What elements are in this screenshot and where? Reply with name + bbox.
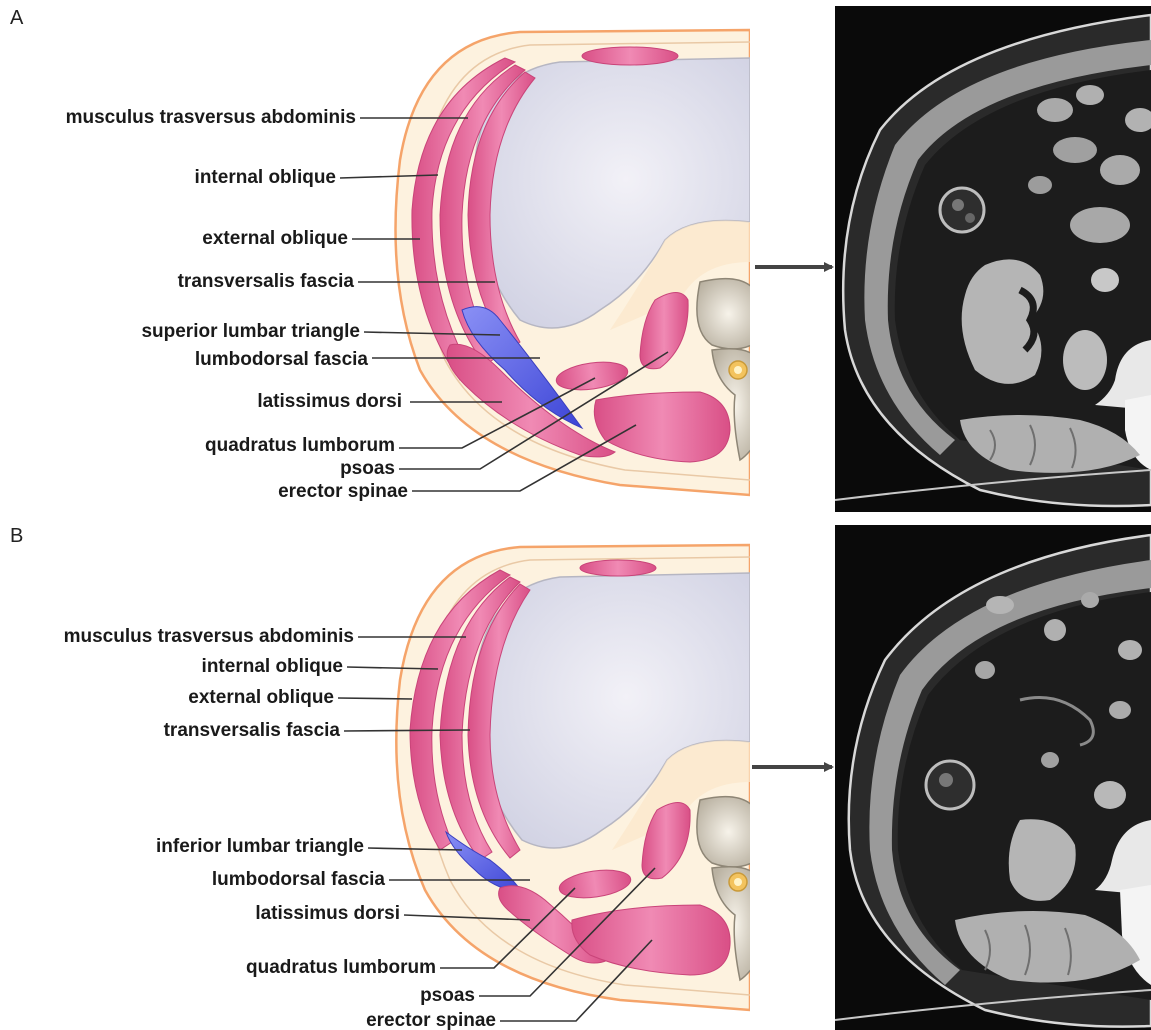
label-b-internal-oblique: internal oblique xyxy=(202,656,343,677)
cross-section-illustration-b xyxy=(396,545,760,1010)
panel-letter-a: A xyxy=(10,7,24,29)
label-b-inferior-lumbar-triangle: inferior lumbar triangle xyxy=(156,836,364,857)
panel-b: B xyxy=(10,525,1151,1030)
label-a-erector-spinae: erector spinae xyxy=(278,481,408,502)
label-a-superior-lumbar-triangle: superior lumbar triangle xyxy=(141,321,360,342)
panel-a: A xyxy=(10,6,1151,512)
ct-scan-image-b xyxy=(835,525,1151,1030)
leader-b-transversalis-fascia xyxy=(344,730,470,731)
label-a-transversalis-fascia: transversalis fascia xyxy=(178,271,355,292)
label-b-quadratus-lumborum: quadratus lumborum xyxy=(246,957,436,978)
label-b-external-oblique: external oblique xyxy=(188,687,334,708)
label-a-lumbodorsal-fascia: lumbodorsal fascia xyxy=(195,349,369,370)
label-b-transversalis-fascia: transversalis fascia xyxy=(164,720,341,741)
label-b-erector-spinae: erector spinae xyxy=(366,1010,496,1030)
panel-letter-b: B xyxy=(10,525,23,547)
label-a-psoas: psoas xyxy=(340,458,395,479)
label-a-internal-oblique: internal oblique xyxy=(195,167,336,188)
cross-section-illustration-a xyxy=(396,30,761,495)
label-b-latissimus-dorsi: latissimus dorsi xyxy=(255,903,400,924)
ct-scan-image-a xyxy=(835,6,1151,512)
labels-a: musculus trasversus abdominis internal o… xyxy=(66,107,408,502)
label-a-latissimus-dorsi: latissimus dorsi xyxy=(257,391,402,412)
label-b-transversus: musculus trasversus abdominis xyxy=(64,626,354,647)
leader-b-external-oblique xyxy=(338,698,412,699)
label-a-external-oblique: external oblique xyxy=(202,228,348,249)
label-a-transversus: musculus trasversus abdominis xyxy=(66,107,356,128)
label-a-quadratus-lumborum: quadratus lumborum xyxy=(205,435,395,456)
label-b-psoas: psoas xyxy=(420,985,475,1006)
label-b-lumbodorsal-fascia: lumbodorsal fascia xyxy=(212,869,386,890)
